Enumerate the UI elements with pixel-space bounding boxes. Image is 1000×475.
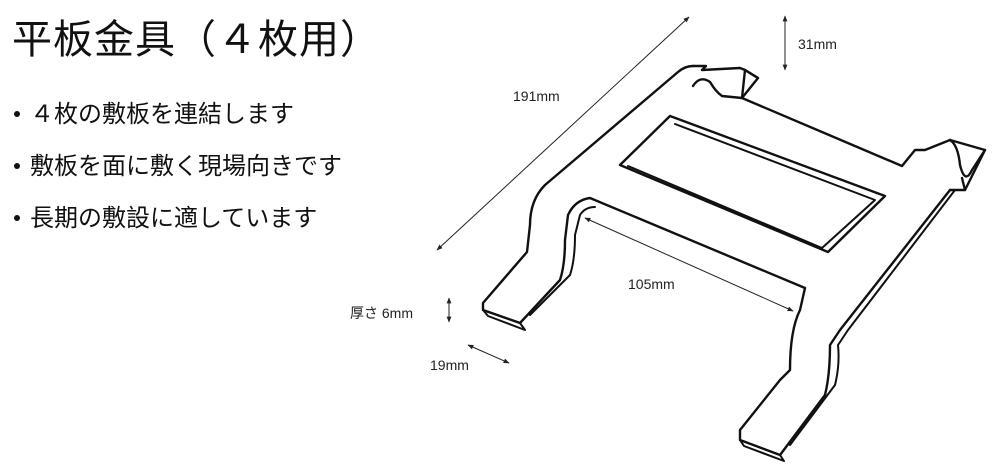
length-dimension-line xyxy=(436,16,690,251)
length-label: 191mm xyxy=(513,88,560,104)
feature-item: ４枚の敷板を連結します xyxy=(8,88,342,140)
bullet-icon xyxy=(14,163,20,169)
height-label: 31mm xyxy=(798,36,837,52)
dimension-lines xyxy=(436,15,794,364)
bullet-icon xyxy=(14,215,20,221)
page-title: 平板金具（４枚用） xyxy=(12,17,381,63)
width-label: 19mm xyxy=(430,357,469,373)
span-label: 105mm xyxy=(628,276,675,292)
feature-text: ４枚の敷板を連結します xyxy=(30,100,294,128)
feature-list: ４枚の敷板を連結します 敷板を面に敷く現場向きです 長期の敷設に適しています xyxy=(8,88,342,244)
feature-item: 敷板を面に敷く現場向きです xyxy=(8,140,342,192)
thickness-label: 厚さ 6mm xyxy=(350,305,413,321)
bullet-icon xyxy=(14,111,20,117)
bracket-outline xyxy=(481,64,987,462)
span-dimension-line xyxy=(584,217,794,312)
feature-text: 敷板を面に敷く現場向きです xyxy=(30,152,342,180)
feature-text: 長期の敷設に適しています xyxy=(30,204,318,232)
width-dimension-line xyxy=(467,344,510,364)
feature-item: 長期の敷設に適しています xyxy=(8,192,342,244)
